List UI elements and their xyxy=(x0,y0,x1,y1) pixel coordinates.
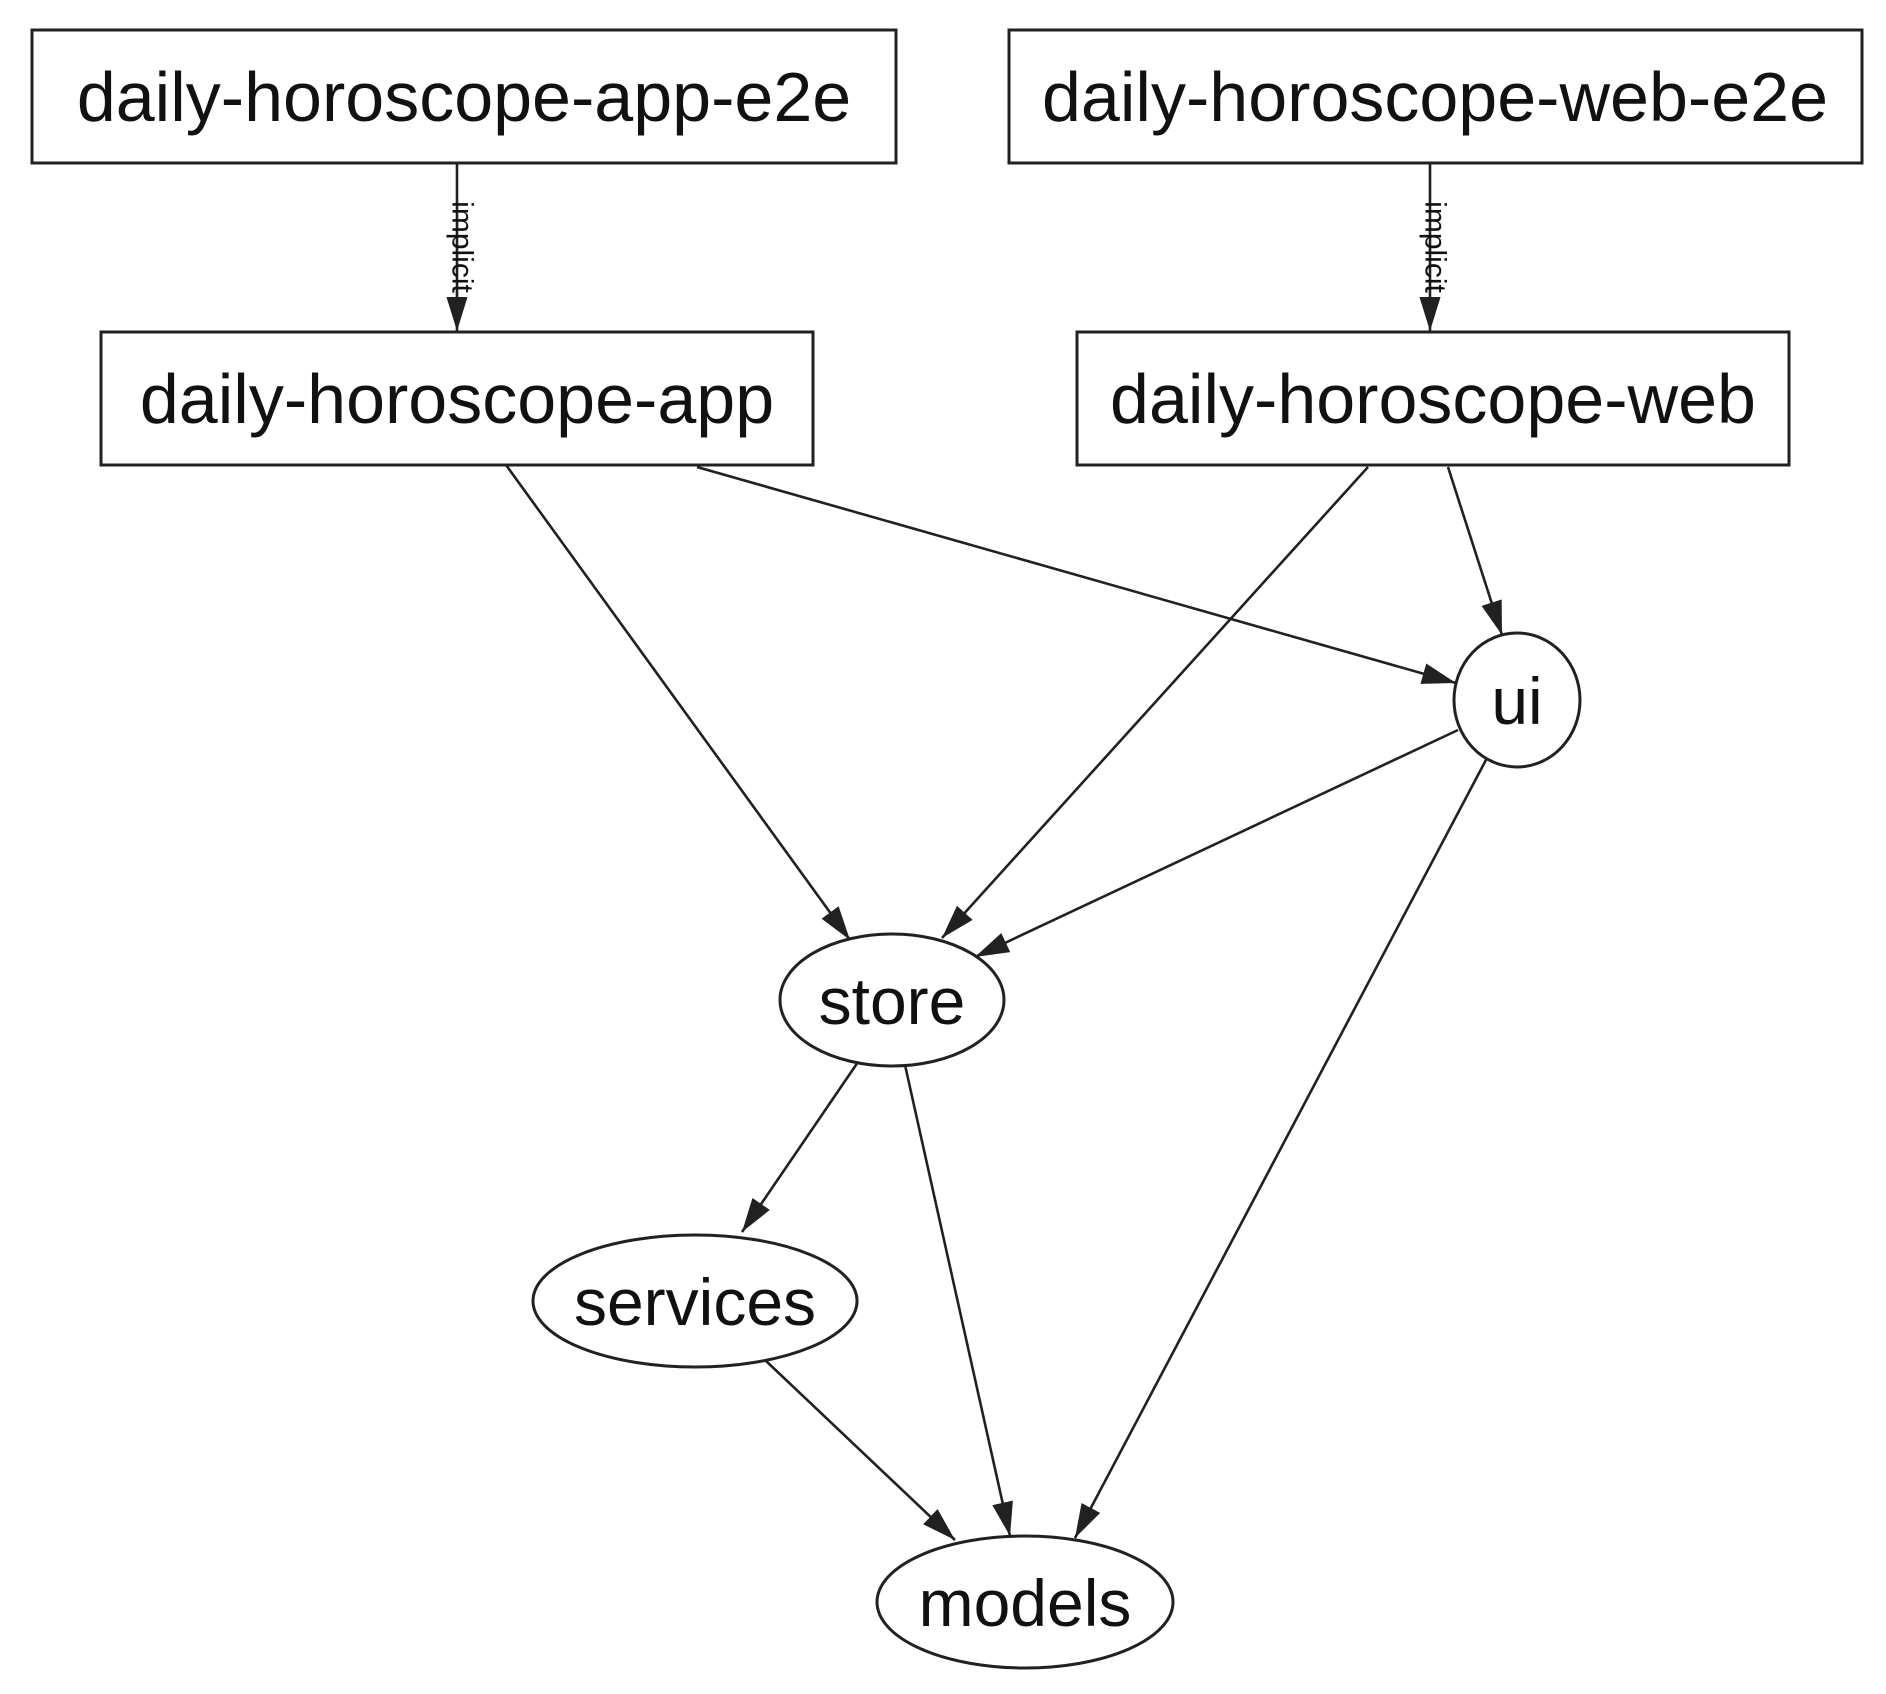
node-daily-horoscope-web-box xyxy=(1075,330,1791,467)
node-services: services xyxy=(531,1233,859,1369)
edge-services-to-models xyxy=(764,1359,956,1541)
node-daily-horoscope-web-label: daily-horoscope-web xyxy=(1110,360,1756,438)
edge-ui-to-store xyxy=(974,728,1459,959)
edge-ui-to-models xyxy=(1073,757,1489,1539)
node-ui-ellipse xyxy=(1452,631,1582,769)
edges-layer: implicit implicit xyxy=(446,164,1504,1541)
node-daily-horoscope-app-e2e: daily-horoscope-app-e2e xyxy=(30,28,898,165)
node-models: models xyxy=(875,1534,1175,1670)
node-store: store xyxy=(778,932,1006,1068)
node-daily-horoscope-web-e2e-box xyxy=(1007,28,1864,165)
node-services-ellipse xyxy=(531,1233,859,1369)
node-daily-horoscope-app-e2e-box xyxy=(30,28,898,165)
node-models-ellipse xyxy=(875,1534,1175,1670)
edge-app-to-store xyxy=(504,464,852,941)
node-daily-horoscope-web-e2e: daily-horoscope-web-e2e xyxy=(1007,28,1864,165)
node-daily-horoscope-app: daily-horoscope-app xyxy=(99,330,815,467)
node-store-label: store xyxy=(819,964,966,1038)
node-daily-horoscope-web: daily-horoscope-web xyxy=(1075,330,1791,467)
node-ui-label: ui xyxy=(1491,664,1542,738)
edge-web-to-store xyxy=(941,466,1369,939)
node-store-ellipse xyxy=(778,932,1006,1068)
node-daily-horoscope-app-label: daily-horoscope-app xyxy=(140,360,774,438)
node-models-label: models xyxy=(919,1566,1132,1640)
nodes-layer: daily-horoscope-app-e2e daily-horoscope-… xyxy=(30,28,1864,1670)
edge-web-to-ui xyxy=(1446,466,1504,636)
edge-app-to-ui xyxy=(696,465,1457,685)
node-ui: ui xyxy=(1452,631,1582,769)
node-services-label: services xyxy=(574,1265,816,1339)
node-daily-horoscope-app-box xyxy=(99,330,815,467)
edge-store-to-services xyxy=(740,1061,860,1233)
node-daily-horoscope-web-e2e-label: daily-horoscope-web-e2e xyxy=(1042,58,1828,136)
edge-label-implicit-app: implicit xyxy=(446,201,479,293)
edge-store-to-models xyxy=(903,1064,1013,1537)
node-daily-horoscope-app-e2e-label: daily-horoscope-app-e2e xyxy=(77,58,851,136)
edge-label-implicit-web: implicit xyxy=(1419,201,1452,293)
